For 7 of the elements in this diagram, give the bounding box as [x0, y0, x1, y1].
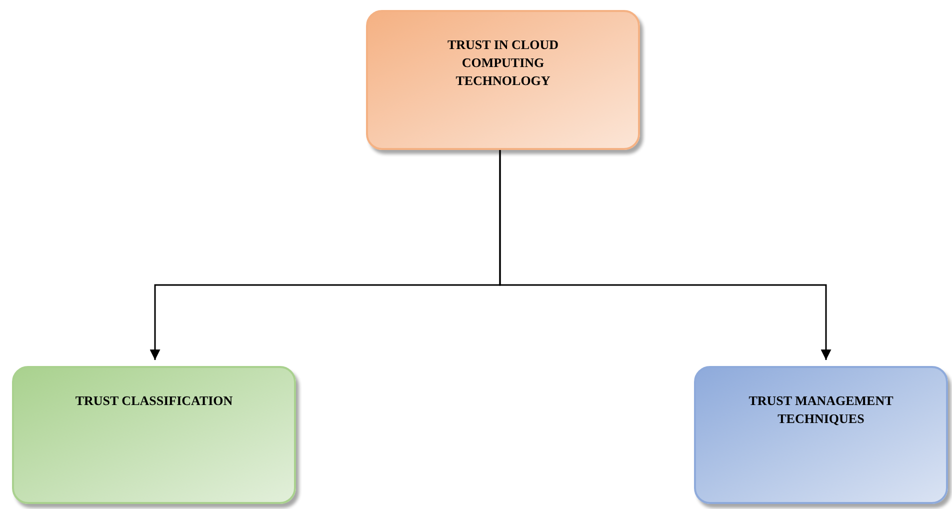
rounded-box — [12, 366, 296, 504]
connector-arrow — [499, 150, 832, 360]
box-label: TRUST MANAGEMENT TECHNIQUES — [748, 392, 894, 428]
rounded-box — [366, 10, 640, 150]
box-label: TRUST CLASSIFICATION — [74, 392, 234, 410]
box-label: TRUST IN CLOUD COMPUTING TECHNOLOGY — [446, 36, 560, 90]
rounded-box — [694, 366, 948, 504]
